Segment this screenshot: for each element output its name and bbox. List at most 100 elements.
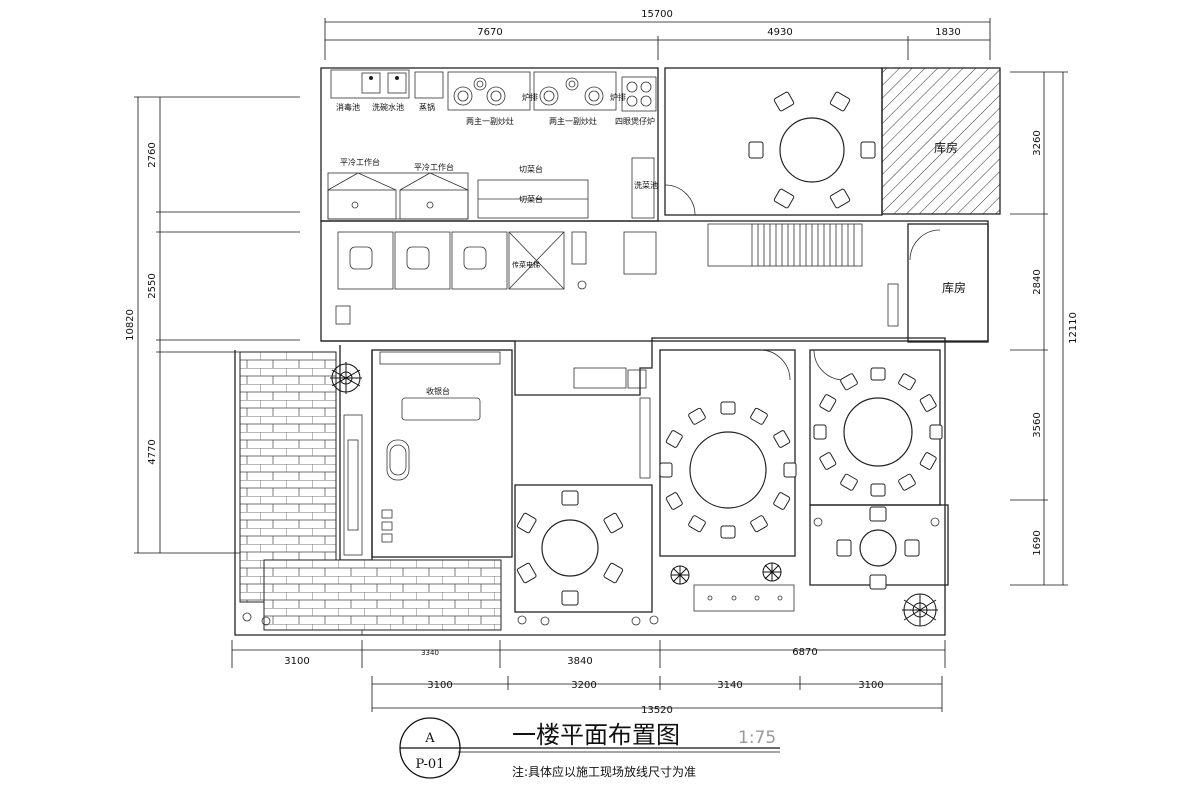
dim-left-middle: 2550 xyxy=(147,273,158,298)
chair xyxy=(819,394,837,412)
chair xyxy=(603,562,624,584)
label-cutting-bench-1: 切菜台 xyxy=(519,164,543,174)
dim-right-store-a: 3260 xyxy=(1032,130,1043,155)
label-store-2: 库房 xyxy=(942,280,966,295)
dim-right-room: 3560 xyxy=(1032,412,1043,437)
chair xyxy=(898,373,916,391)
chair xyxy=(829,91,851,112)
dim-right-total: 12110 xyxy=(1068,312,1079,344)
chair xyxy=(870,367,886,381)
drawing-tag-bottom: P-01 xyxy=(416,757,445,772)
chair xyxy=(919,394,937,412)
chair xyxy=(840,473,858,491)
chair xyxy=(904,539,920,557)
dim-top-private: 4930 xyxy=(767,27,792,38)
drawing-note: 注:具体应以施工现场放线尺寸为准 xyxy=(512,764,696,779)
dim-right-store-b: 2840 xyxy=(1032,269,1043,294)
label-furnace-a: 炉排 xyxy=(522,92,538,102)
label-cold-bench-1: 平冷工作台 xyxy=(340,157,380,167)
dim-bottom-c: 6870 xyxy=(792,647,817,658)
label-cashier: 收银台 xyxy=(426,386,450,396)
chair xyxy=(748,141,764,159)
drawing-title: 一楼平面布置图 xyxy=(512,721,680,749)
chair xyxy=(750,407,768,425)
walls xyxy=(234,67,1001,636)
label-veg-sink: 洗菜池 xyxy=(634,180,658,190)
dim-left-total: 10820 xyxy=(125,309,136,341)
label-wok-1: 两主一副炒灶 xyxy=(466,116,514,126)
dim-top-kitchen: 7670 xyxy=(477,27,502,38)
plant-icon xyxy=(902,593,938,627)
label-furnace-b: 炉排 xyxy=(610,92,626,102)
chair xyxy=(819,452,837,470)
chair xyxy=(720,525,736,539)
chair xyxy=(929,424,943,440)
chair xyxy=(829,188,851,209)
chair xyxy=(516,562,537,584)
dim-bottom2-d: 3100 xyxy=(858,680,883,691)
dim-bottom-total: 13520 xyxy=(641,705,673,716)
round-table xyxy=(689,431,767,509)
round-table xyxy=(843,397,913,467)
label-cold-bench-2: 平冷工作台 xyxy=(414,162,454,172)
chair xyxy=(561,590,579,606)
chair xyxy=(919,452,937,470)
label-disinfect-sink: 消毒池 xyxy=(336,102,360,112)
dim-left-lower: 4770 xyxy=(147,439,158,464)
dim-bottom-yard: 3100 xyxy=(284,656,309,667)
round-table xyxy=(541,519,599,577)
round-table xyxy=(859,529,897,567)
dim-top-total: 15700 xyxy=(641,9,673,20)
staircase xyxy=(751,224,855,266)
label-dumbwaiter: 传菜电梯 xyxy=(512,260,540,269)
dim-right-bottom: 1690 xyxy=(1032,530,1043,555)
label-stove-4: 四眼煲仔炉 xyxy=(615,116,655,126)
dim-bottom2-b: 3200 xyxy=(571,680,596,691)
chair xyxy=(688,407,706,425)
label-store-1: 库房 xyxy=(934,140,958,155)
plant-icon xyxy=(762,562,782,582)
dining-tables xyxy=(516,91,943,606)
chair xyxy=(603,512,624,534)
chair xyxy=(561,490,579,506)
dim-bottom2-a: 3100 xyxy=(427,680,452,691)
chair xyxy=(750,515,768,533)
storage-hatch-area xyxy=(881,67,1001,215)
label-cutting-bench-2: 切菜台 xyxy=(519,194,543,204)
label-wash-sink: 洗碗水池 xyxy=(372,102,404,112)
kitchen-equipment xyxy=(327,69,657,220)
drawing-scale: 1:75 xyxy=(738,728,776,748)
dim-bottom-a: 3340 xyxy=(421,649,439,657)
dim-left-kitchen: 2760 xyxy=(147,142,158,167)
chair xyxy=(773,492,791,510)
dim-top-store: 1830 xyxy=(935,27,960,38)
cashier-counter xyxy=(401,397,481,421)
drawing-tag-top: A xyxy=(424,731,435,746)
chair xyxy=(665,430,683,448)
chair xyxy=(813,424,827,440)
chair xyxy=(659,462,673,478)
chair xyxy=(836,539,852,557)
plant-icon xyxy=(670,565,690,585)
chair xyxy=(860,141,876,159)
chair xyxy=(840,373,858,391)
middle-band xyxy=(335,184,941,381)
chair xyxy=(869,506,887,522)
chair xyxy=(870,483,886,497)
room-labels: 消毒池 洗碗水池 蒸锅 两主一副炒灶 两主一副炒灶 炉排 炉排 四眼煲仔炉 平冷… xyxy=(336,92,966,396)
chair xyxy=(516,512,537,534)
label-wok-2: 两主一副炒灶 xyxy=(549,116,597,126)
title-block: A P-01 一楼平面布置图 1:75 注:具体应以施工现场放线尺寸为准 xyxy=(399,717,780,779)
dimension-text: 15700 7670 4930 1830 10820 2760 2550 477… xyxy=(125,9,1079,716)
chair xyxy=(665,492,683,510)
chair xyxy=(773,188,795,209)
chair xyxy=(688,515,706,533)
dim-bottom-b: 3840 xyxy=(567,656,592,667)
plants xyxy=(242,362,940,627)
chair xyxy=(773,91,795,112)
label-steam-pot: 蒸锅 xyxy=(419,102,435,112)
chair xyxy=(869,574,887,590)
chair xyxy=(773,430,791,448)
round-table xyxy=(779,117,845,183)
